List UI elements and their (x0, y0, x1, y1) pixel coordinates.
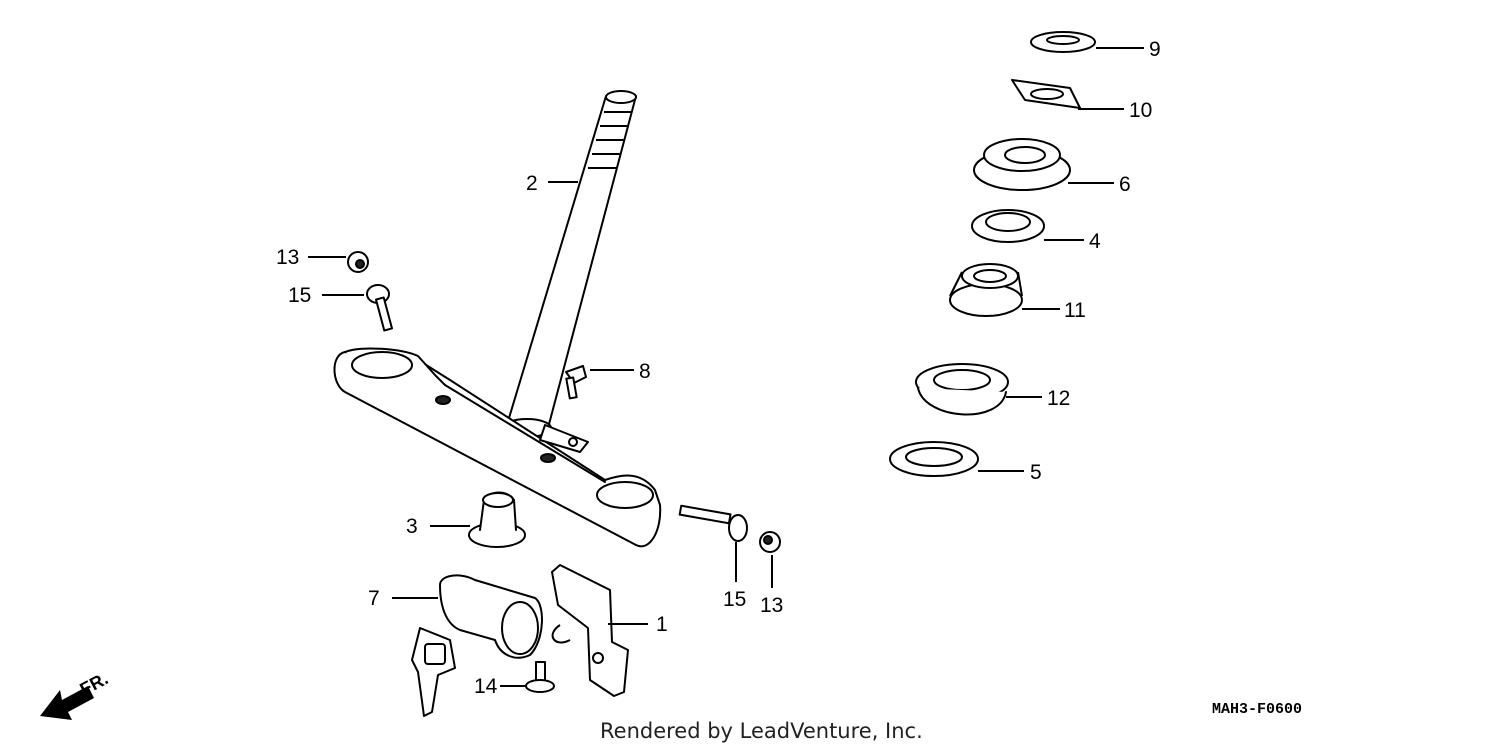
callout-11: 11 (1064, 299, 1086, 322)
collar[interactable] (468, 491, 526, 548)
diagram-code: MAH3-F0600 (1212, 701, 1302, 718)
bolt-15-upper[interactable] (366, 284, 394, 332)
callout-2: 2 (526, 172, 538, 195)
callout-1: 1 (656, 613, 668, 636)
callout-15: 15 (288, 284, 311, 307)
callout-15-lower: 15 (723, 588, 746, 611)
lock-bracket[interactable] (551, 564, 629, 697)
nut-13-lower[interactable] (759, 531, 781, 553)
screw-8[interactable] (565, 365, 587, 400)
callout-7: 7 (368, 587, 380, 610)
lock-washer-9[interactable] (1030, 31, 1096, 53)
callout-9: 9 (1149, 38, 1161, 61)
callout-labels: 2 13 15 8 3 7 1 14 15 13 9 10 6 4 11 12 … (276, 38, 1161, 698)
callout-8: 8 (639, 360, 651, 383)
dust-seal-4[interactable] (971, 209, 1045, 243)
lock-washer-10[interactable] (1011, 79, 1081, 109)
callout-10: 10 (1129, 99, 1152, 122)
bearing-11[interactable] (949, 263, 1023, 317)
callout-5: 5 (1030, 461, 1042, 484)
callout-13: 13 (276, 246, 299, 269)
bottom-bridge[interactable] (333, 347, 662, 548)
adjusting-nut-6[interactable] (973, 138, 1071, 191)
bolt-14[interactable] (525, 661, 555, 693)
callout-6: 6 (1119, 173, 1131, 196)
leader-lines (308, 47, 1144, 687)
callout-12: 12 (1047, 387, 1070, 410)
steering-lock[interactable] (411, 574, 543, 717)
front-arrow: FR. (40, 668, 111, 720)
callout-14: 14 (474, 675, 498, 698)
nut-13-upper[interactable] (347, 251, 369, 273)
callout-4: 4 (1089, 230, 1101, 253)
dust-seal-5[interactable] (889, 441, 979, 477)
bearing-12[interactable] (915, 363, 1009, 416)
callout-3: 3 (406, 515, 418, 538)
bolt-15-lower[interactable] (678, 504, 748, 542)
render-credit: Rendered by LeadVenture, Inc. (600, 719, 923, 743)
callout-13-lower: 13 (760, 594, 783, 617)
